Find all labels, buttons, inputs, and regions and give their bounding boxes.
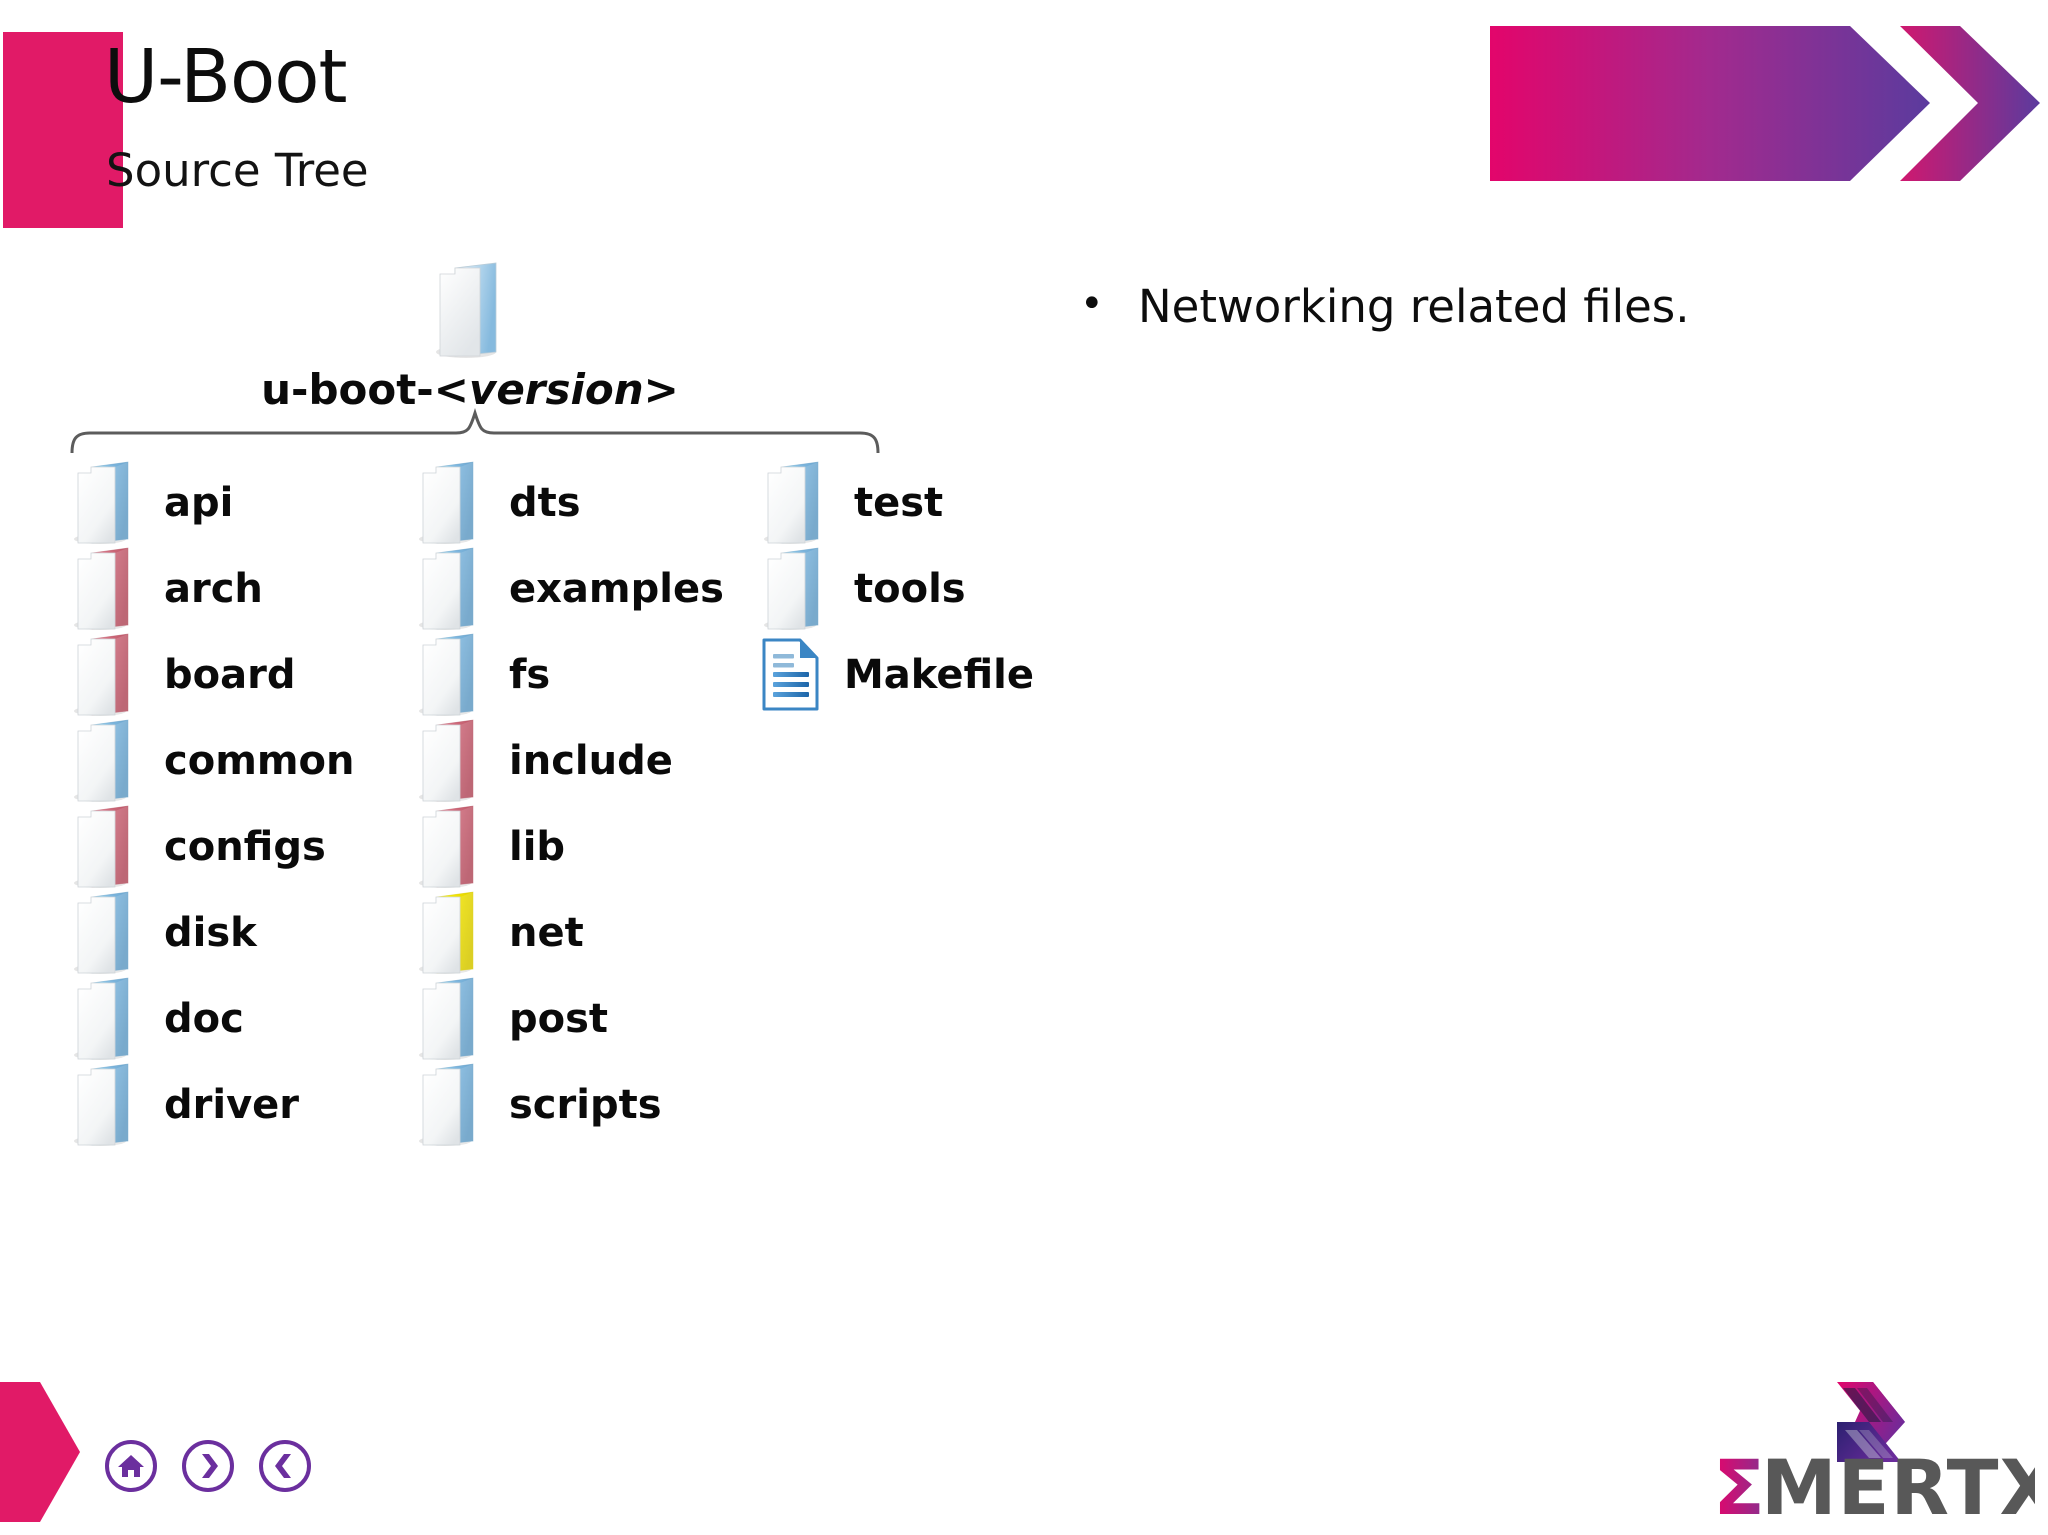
tree-item-label: test [854,480,944,526]
bullet-list: • Networking related files. [1080,280,1980,334]
tree-item-label: lib [509,824,566,870]
document-icon [762,638,819,711]
tree-item-label: dts [509,480,581,526]
tree-item-label: board [164,652,296,698]
chevron-left-icon [275,1454,291,1478]
tree-item-tools[interactable]: tools [760,546,1034,632]
page-title: U-Boot [104,34,348,120]
folder-icon [74,891,129,974]
folder-icon [419,977,474,1060]
tree-item-fs[interactable]: fs [415,632,724,718]
folder-icon [74,633,129,716]
tree-item-dts[interactable]: dts [415,460,724,546]
page-subtitle: Source Tree [106,144,369,197]
folder-icon [74,461,129,544]
tree-item-label: common [164,738,355,784]
tree-item-label: api [164,480,234,526]
folder-icon [764,461,819,544]
title-accent-bar [3,32,123,228]
folder-icon [419,805,474,888]
folder-icon [74,977,129,1060]
brand-chevron-icon [1837,1382,1905,1462]
tree-column-1: api arch [70,460,355,1148]
tree-item-label: configs [164,824,326,870]
tree-item-label: include [509,738,673,784]
tree-item-net[interactable]: net [415,890,724,976]
footer-accent-shape [0,1382,80,1522]
root-folder-label: u-boot-<version> [0,365,940,414]
tree-item-label: driver [164,1082,299,1128]
folder-icon [430,260,510,360]
tree-item-lib[interactable]: lib [415,804,724,890]
tree-item-label: post [509,996,609,1042]
tree-item-board[interactable]: board [70,632,355,718]
tree-item-scripts[interactable]: scripts [415,1062,724,1148]
tree-item-label: scripts [509,1082,662,1128]
folder-icon [74,805,129,888]
header-arrow-graphic [1490,26,2040,181]
source-tree-diagram: u-boot-<version> api [0,255,1060,1146]
bullet-text: Networking related files. [1138,280,1690,333]
folder-icon [419,891,474,974]
footer-navigation [105,1440,311,1492]
folder-icon [419,547,474,630]
list-item: • Networking related files. [1080,280,1980,334]
bullet-marker-icon: • [1080,281,1104,327]
tree-item-label: doc [164,996,244,1042]
tree-item-label: disk [164,910,257,956]
tree-item-driver[interactable]: driver [70,1062,355,1148]
tree-column-3: test tools [760,460,1034,718]
folder-icon [419,1063,474,1146]
tree-item-arch[interactable]: arch [70,546,355,632]
tree-item-api[interactable]: api [70,460,355,546]
tree-item-label: fs [509,652,551,698]
brand-logo: Σ MERTXE [1705,1378,2048,1532]
tree-item-test[interactable]: test [760,460,1034,546]
folder-icon [419,633,474,716]
home-icon [118,1455,144,1477]
tree-item-makefile[interactable]: Makefile [760,632,1034,718]
tree-column-2: dts examples [415,460,724,1148]
folder-icon [74,719,129,802]
tree-item-doc[interactable]: doc [70,976,355,1062]
tree-item-configs[interactable]: configs [70,804,355,890]
tree-item-disk[interactable]: disk [70,890,355,976]
tree-item-include[interactable]: include [415,718,724,804]
folder-icon [419,461,474,544]
tree-item-post[interactable]: post [415,976,724,1062]
root-label-version: version [468,365,644,414]
tree-brace [70,407,880,454]
tree-item-common[interactable]: common [70,718,355,804]
tree-item-examples[interactable]: examples [415,546,724,632]
tree-item-label: arch [164,566,263,612]
chevron-right-icon [202,1454,218,1478]
home-button[interactable] [105,1440,157,1492]
tree-item-label: examples [509,566,724,612]
folder-icon [74,547,129,630]
tree-item-label: net [509,910,584,956]
root-label-prefix: u-boot-< [261,365,469,414]
folder-icon [419,719,474,802]
brand-sigma: Σ [1713,1443,1765,1523]
folder-icon [74,1063,129,1146]
next-button[interactable] [182,1440,234,1492]
tree-item-label: tools [854,566,966,612]
tree-item-label: Makefile [844,652,1034,698]
root-label-suffix: > [643,365,679,414]
folder-icon [764,547,819,630]
brand-name: MERTXE [1761,1443,2035,1523]
previous-button[interactable] [259,1440,311,1492]
